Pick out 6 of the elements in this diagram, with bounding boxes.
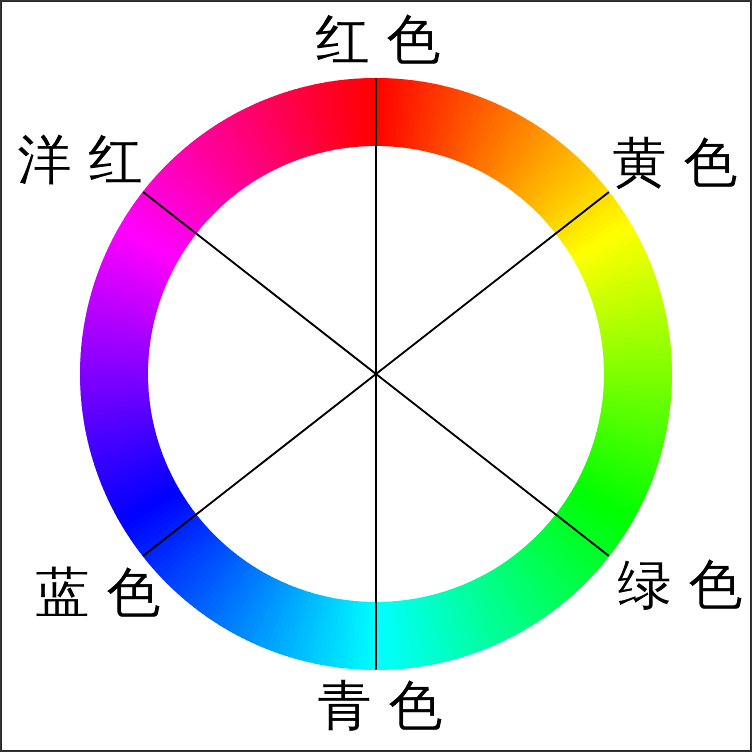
- color-label: 黄 色: [612, 136, 738, 190]
- color-label: 蓝 色: [35, 566, 161, 620]
- color-label: 红 色: [315, 13, 441, 67]
- color-label: 洋 红: [17, 133, 143, 187]
- color-label: 绿 色: [617, 558, 743, 612]
- color-label: 青 色: [317, 679, 443, 733]
